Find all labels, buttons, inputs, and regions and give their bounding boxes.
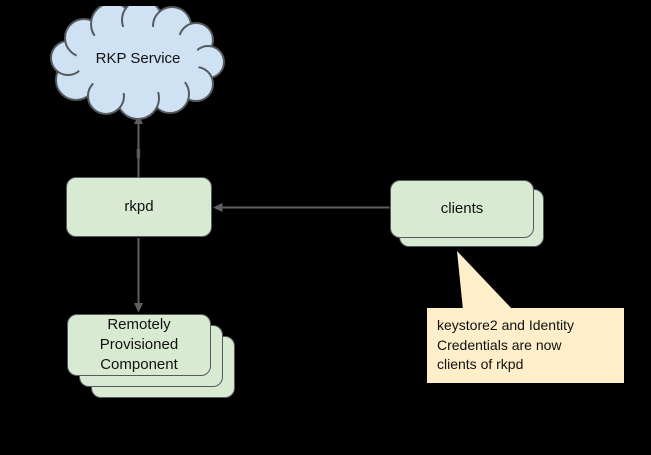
arrowhead-down-icon — [134, 303, 143, 313]
callout-line: keystore2 and Identity — [437, 317, 574, 333]
node-label-line: Remotely — [107, 316, 171, 333]
node-rkp-service: RKP Service — [44, 50, 232, 68]
callout-note: keystore2 and Identity Credentials are n… — [427, 308, 624, 383]
node-label: clients — [440, 200, 484, 217]
callout-tail — [457, 251, 513, 310]
cloud-shape — [50, 6, 225, 120]
node-rpc: Remotely Provisioned Component — [67, 314, 211, 376]
node-clients: clients — [390, 180, 534, 238]
node-label-line: Provisioned — [99, 336, 179, 353]
node-label: RKP Service — [95, 50, 181, 67]
arrowhead-left-icon — [213, 203, 223, 212]
callout-line: Credentials are now — [437, 336, 562, 353]
node-rkpd: rkpd — [66, 177, 212, 237]
callout-line: clients of rkpd — [437, 356, 524, 372]
node-label-line: Component — [100, 356, 178, 373]
connector-mid-tick — [136, 149, 141, 158]
node-label: rkpd — [124, 198, 154, 215]
cloud-body — [76, 26, 200, 94]
